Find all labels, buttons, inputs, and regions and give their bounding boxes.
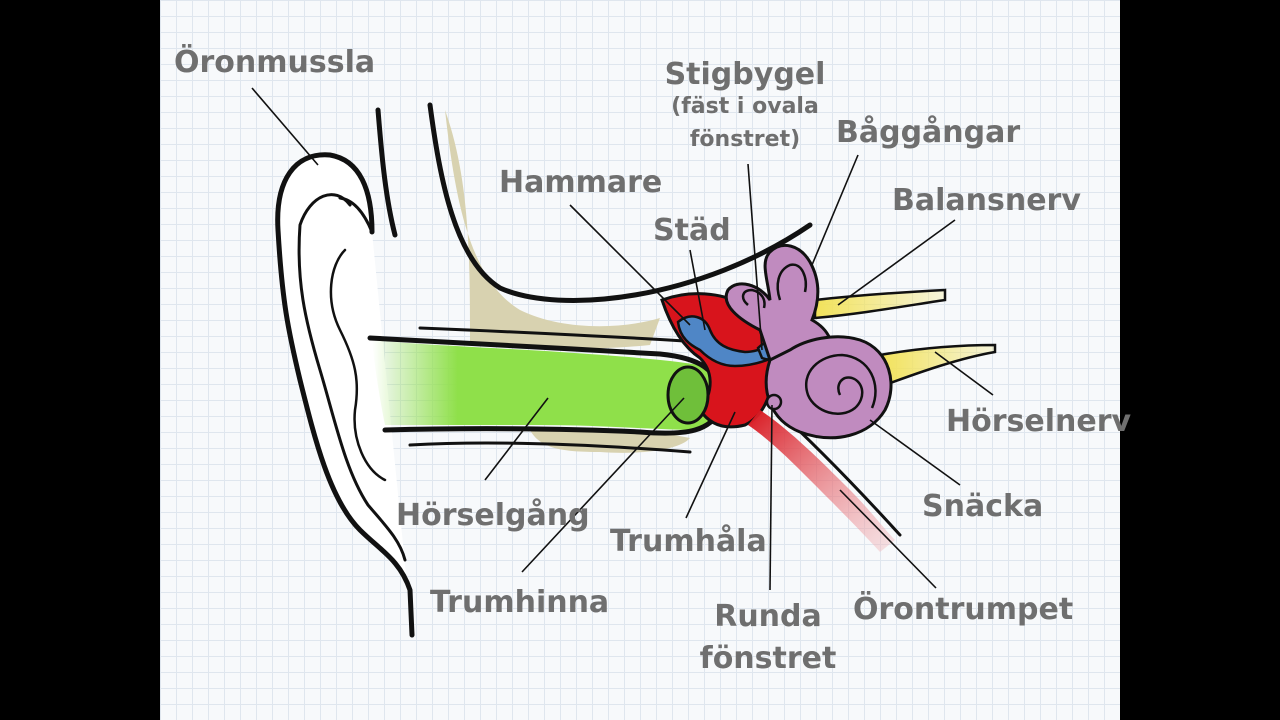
eustachian-tube-shape: [748, 410, 895, 552]
vestibular-nerve-shape: [813, 288, 947, 320]
label-hammare: Hammare: [499, 165, 662, 200]
leader-orontrumpet: [839, 489, 937, 589]
ear-canal-wall-upper: [418, 326, 702, 344]
leader-horselnerv: [934, 351, 994, 396]
semicircular-canal-loop-1: [776, 263, 807, 301]
leader-snacka: [869, 419, 961, 486]
temporal-bone-upper: [445, 110, 660, 349]
leader-hammare: [569, 204, 691, 326]
label-snacka: Snäcka: [922, 489, 1043, 524]
skull-outline-inner: [427, 102, 813, 303]
label-trumhinna: Trumhinna: [430, 585, 609, 620]
leader-horselgang: [484, 397, 549, 481]
label-balansnerv: Balansnerv: [892, 183, 1081, 218]
label-stigbygel-note-1: (fäst i ovala: [671, 94, 819, 119]
label-stigbygel: Stigbygel: [665, 57, 826, 92]
ear-canal-shape: [372, 340, 715, 430]
pinna-antihelix: [338, 196, 374, 234]
label-horselnerv: Hörselnerv: [946, 404, 1131, 439]
label-stad: Städ: [653, 213, 731, 248]
semicircular-canal-loop-2: [741, 288, 766, 309]
cochlear-nerve-shape: [878, 343, 997, 387]
pinna-concha: [329, 248, 387, 482]
ear-canal-wall-lower: [408, 441, 692, 454]
leader-trumhinna: [521, 397, 685, 573]
leader-oronmussla: [251, 87, 319, 166]
leader-stad: [689, 249, 706, 331]
cochlea-spiral: [805, 353, 877, 415]
leader-baggangar: [811, 154, 859, 266]
label-fonstret: fönstret: [700, 641, 837, 676]
label-orontrumpet: Örontrumpet: [853, 590, 1073, 627]
leader-runda-fonstret: [769, 404, 773, 591]
label-stigbygel-note-2: fönstret): [690, 127, 800, 152]
label-oronmussla: Öronmussla: [174, 43, 375, 80]
label-baggangar: Båggångar: [836, 114, 1020, 150]
pinna-inner-fold: [297, 193, 407, 562]
eardrum-membrane: [666, 365, 710, 425]
leader-balansnerv: [837, 219, 956, 306]
label-horselgang: Hörselgång: [396, 497, 590, 533]
leader-trumhala: [685, 411, 736, 519]
leader-stigbygel: [747, 163, 763, 351]
skull-outline-outer: [375, 107, 398, 238]
ear-canal-outline-bottom: [382, 407, 723, 436]
label-trumhala: Trumhåla: [610, 523, 767, 559]
round-window: [765, 393, 783, 411]
label-runda: Runda: [714, 599, 822, 634]
